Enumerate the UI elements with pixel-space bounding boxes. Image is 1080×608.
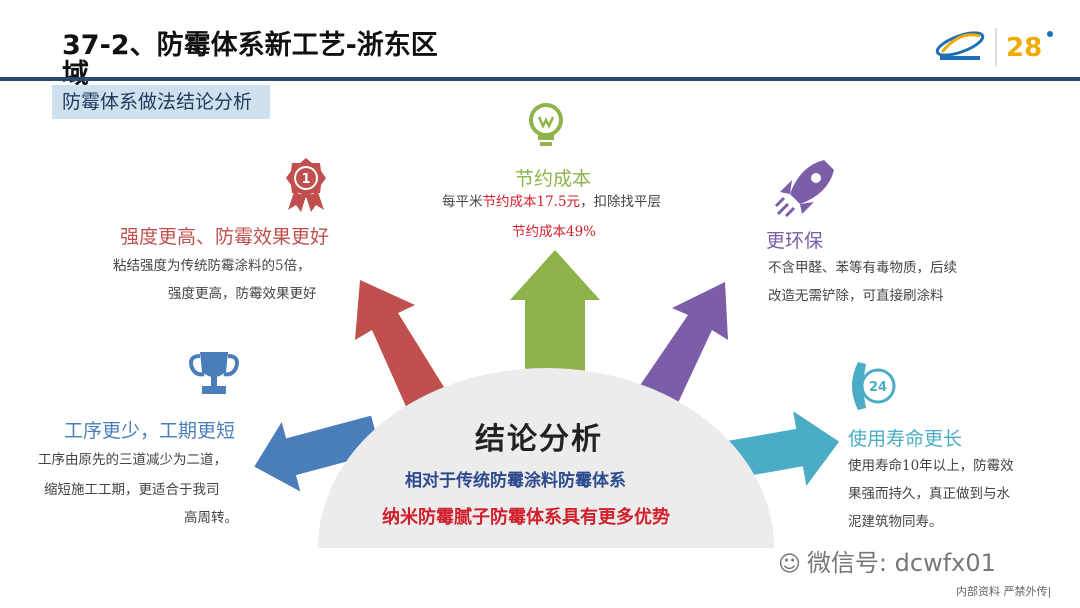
arrow-left <box>254 415 381 492</box>
process-desc-line2: 缩短施工工期，更适合于我司 <box>44 482 220 498</box>
wechat-icon: ☺ <box>778 552 801 577</box>
arrow-upper-left <box>355 280 452 420</box>
strength-heading: 强度更高、防霉效果更好 <box>120 226 330 248</box>
company-logo: 28 <box>932 22 1062 70</box>
logo-number: 28 <box>1006 33 1042 63</box>
trophy-icon <box>189 352 239 394</box>
page-title: 37-2、防霉体系新工艺-浙东区 <box>62 30 438 61</box>
center-line-1: 相对于传统防霉涂料防霉体系 <box>405 471 626 491</box>
life-desc-line3: 泥建筑物同寿。 <box>848 514 943 530</box>
svg-text:1: 1 <box>301 172 310 187</box>
center-title: 结论分析 <box>475 422 603 457</box>
eco-desc-line2: 改造无需铲除，可直接刷涂料 <box>768 288 944 304</box>
arrow-up <box>510 250 600 372</box>
life-heading: 使用寿命更长 <box>848 428 963 450</box>
strength-desc-line1: 粘结强度为传统防霉涂料的5倍， <box>113 258 311 274</box>
center-semicircle <box>318 368 774 548</box>
phone-24-icon: 24 <box>852 362 896 410</box>
center-line-2: 纳米防霉腻子防霉体系具有更多优势 <box>382 507 670 528</box>
cost-heading: 节约成本 <box>515 168 592 190</box>
process-desc-line1: 工序由原先的三道减少为二道， <box>38 452 227 468</box>
lightbulb-icon <box>529 103 563 146</box>
rocket-icon <box>774 160 834 218</box>
cost-desc-line2: 节约成本49% <box>512 224 597 240</box>
process-heading: 工序更少，工期更短 <box>64 420 236 442</box>
arrow-upper-right <box>630 282 728 420</box>
section-subtitle: 防霉体系做法结论分析 <box>52 85 270 119</box>
header-divider <box>0 77 1080 81</box>
phone-24-label: 24 <box>869 380 887 395</box>
cost-desc-line1: 每平米节约成本17.5元，扣除找平层 <box>442 194 662 210</box>
eco-heading: 更环保 <box>766 230 824 252</box>
life-desc-line2: 果强而持久，真正做到与水 <box>848 486 1010 502</box>
page-title-continuation: 域 <box>62 59 89 90</box>
process-desc-line3: 高周转。 <box>184 510 238 526</box>
strength-desc-line2: 强度更高，防霉效果更好 <box>168 286 317 302</box>
eco-desc-line1: 不含甲醛、苯等有毒物质，后续 <box>768 260 957 276</box>
award-badge-icon: 1 <box>286 158 326 212</box>
life-desc-line1: 使用寿命10年以上，防霉效 <box>848 458 1014 474</box>
footer-notice: 内部资料 严禁外传| <box>956 585 1052 598</box>
wechat-watermark: ☺微信号: dcwfx01 <box>778 549 996 577</box>
